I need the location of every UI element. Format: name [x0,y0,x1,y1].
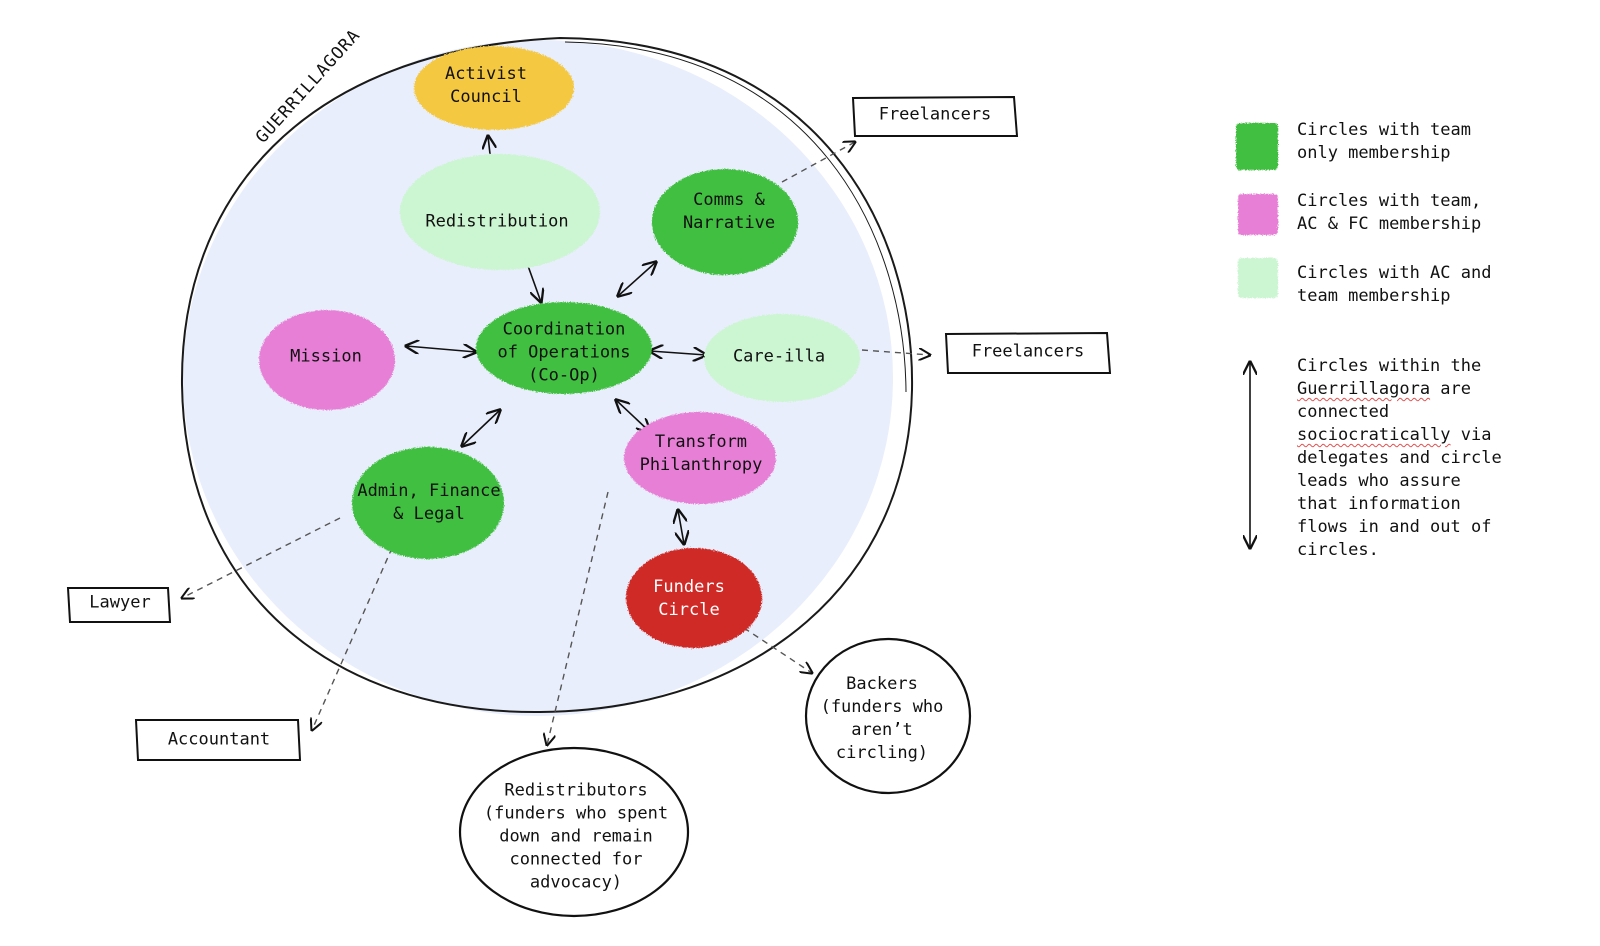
legend-arrow-description: Circles within the Guerrillagora are con… [1297,355,1502,562]
circle-blobs [259,46,860,648]
circle-backers [804,637,972,795]
arrow-coop-care [650,351,706,355]
legend-arrow-line2: are [1430,379,1472,399]
external-circles [458,637,972,918]
label-funders: Funders Circle [653,577,725,620]
legend-swatch-team-only [1236,123,1278,170]
legend-swatch-ac-team [1238,258,1278,298]
arrow-coop-comms [618,262,656,296]
legend-arrow-rest: delegates and circle leads who assure th… [1297,448,1502,560]
circle-activist-council [414,46,574,130]
arrow-coop-transform [616,400,650,432]
legend-arrow-line1: Circles within the [1297,356,1482,376]
legend-swatches [1236,123,1278,298]
circle-transform [624,412,776,504]
label-accountant: Accountant [167,729,271,750]
circle-coop [476,302,652,394]
legend-arrow-line4: via [1450,425,1492,445]
circle-care [704,314,860,402]
label-comms: Comms & Narrative [682,190,776,233]
link-comms-freelancers [781,142,855,183]
dashed-links [182,142,930,745]
external-boxes [66,95,1112,761]
arrow-redistribution-activist [488,136,490,155]
legend-team-only: Circles with team only membership [1297,120,1471,163]
label-care: Care-illa [732,346,826,367]
label-lawyer: Lawyer [89,592,151,613]
arrow-transform-funders [678,510,684,544]
circle-redistribution [400,154,600,270]
label-freelancers-right: Freelancers [971,341,1085,362]
circle-admin [352,447,504,559]
circle-mission [259,310,395,410]
legend-arrow-word-sociocratically: sociocratically [1297,425,1451,445]
box-freelancers-right [944,331,1112,374]
legend-ac-team: Circles with AC and team membership [1297,263,1492,306]
box-lawyer [66,587,172,623]
legend-swatch-team-ac-fc [1238,194,1278,235]
label-transform: Transform Philanthropy [639,432,763,475]
label-admin: Admin, Finance & Legal [357,481,501,524]
link-care-freelancers [861,350,930,355]
legend-team-ac-fc: Circles with team, AC & FC membership [1297,191,1482,234]
link-funders-backers [743,627,812,673]
label-redistribution: Redistribution [425,211,569,232]
legend-arrow-word-guerrillagora: Guerrillagora [1297,379,1431,399]
arrow-mission-coop [406,346,476,352]
label-activist-council: Activist Council [445,64,527,107]
label-backers: Backers (funders who aren’t circling) [820,674,944,763]
label-redistributors: Redistributors (funders who spent down a… [483,780,669,893]
label-freelancers-top: Freelancers [878,104,992,125]
box-freelancers-top [851,95,1019,137]
circle-comms [652,169,798,275]
arrow-coop-admin [462,410,500,446]
box-accountant [134,719,302,761]
legend-arrow-line3: connected [1297,402,1390,422]
link-admin-lawyer [182,517,341,598]
label-mission: Mission [290,346,362,367]
circle-funders [626,548,762,648]
label-coop: Coordination of Operations (Co-Op) [497,319,631,386]
link-admin-accountant [312,547,393,730]
circle-redistributors [458,746,690,918]
